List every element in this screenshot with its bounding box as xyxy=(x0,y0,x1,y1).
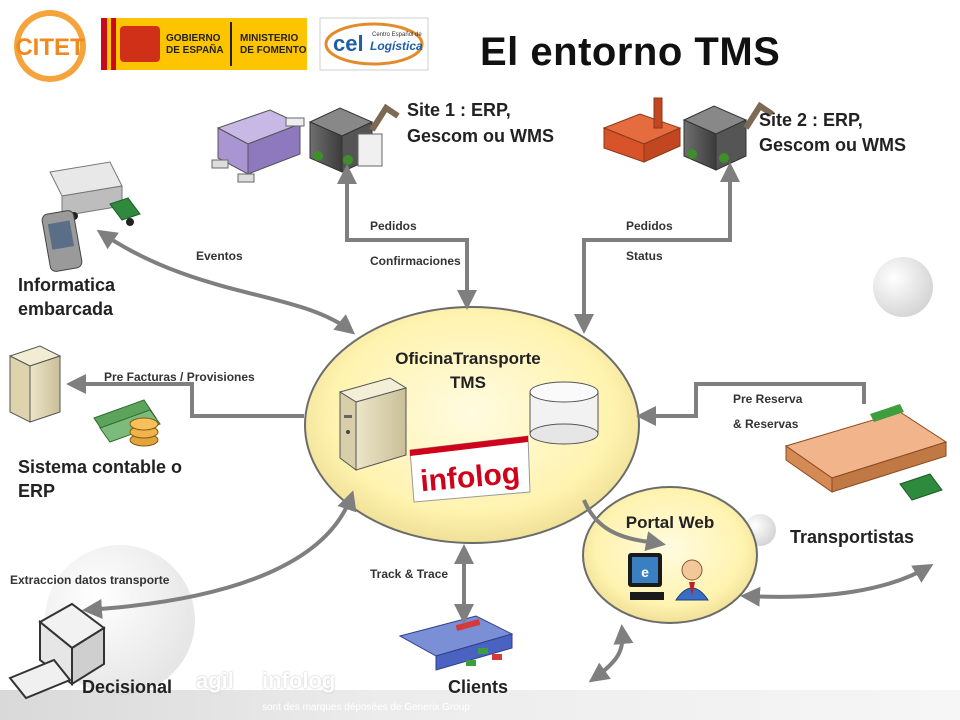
flow-confirmaciones-label: Confirmaciones xyxy=(370,254,461,268)
footer-brand-infolog: infolog xyxy=(262,668,336,693)
pda-icon xyxy=(41,210,83,272)
flow-prefacturas-arrow xyxy=(66,374,304,418)
money-icon xyxy=(93,399,161,447)
footer-bar xyxy=(0,690,960,720)
flow-prereserva-label: Pre Reserva xyxy=(733,392,803,406)
svg-text:DE ESPAÑA: DE ESPAÑA xyxy=(166,43,224,56)
flow-portal-transport-arrow xyxy=(740,563,934,607)
contable-label-line1: Sistema contable o xyxy=(18,457,183,477)
gobierno-logo: GOBIERNO DE ESPAÑA MINISTERIO DE FOMENTO xyxy=(101,18,307,70)
computer-icon: e xyxy=(628,553,664,600)
portal-ellipse xyxy=(582,486,758,624)
office-building-icon xyxy=(682,101,774,171)
portal-web-label: Portal Web xyxy=(625,513,715,532)
svg-text:MINISTERIO: MINISTERIO xyxy=(240,33,299,44)
flow-track-label: Track & Trace xyxy=(370,567,449,581)
tms-title-line2: TMS xyxy=(450,373,486,392)
svg-text:Centro Español de: Centro Español de xyxy=(372,32,422,38)
svg-text:Logística: Logística xyxy=(370,39,423,53)
office-building-icon xyxy=(308,103,400,173)
flow-clients-portal-arrow xyxy=(588,624,634,683)
site1-label-line1: Site 1 : ERP, xyxy=(407,100,511,120)
flow-eventos-label: Eventos xyxy=(196,249,243,263)
warehouse-icon xyxy=(211,109,305,183)
flow-extraccion-label: Extraccion datos transporte xyxy=(10,573,170,587)
infolog-logo: infolog xyxy=(409,435,531,503)
server-icon xyxy=(338,377,408,471)
flow-portal-arrow xyxy=(582,499,666,551)
decisional-label: Decisional xyxy=(82,677,173,697)
site2-label-line1: Site 2 : ERP, xyxy=(759,110,863,130)
decor-sphere xyxy=(873,257,933,317)
informatica-label-line2: embarcada xyxy=(18,299,114,319)
tms-title-line1: OficinaTransporte xyxy=(395,349,541,368)
citet-logo: CITET xyxy=(14,10,86,82)
cel-logo: cel Centro Español de Logística xyxy=(319,17,429,71)
database-icon xyxy=(529,381,599,445)
svg-text:e: e xyxy=(641,564,649,580)
flow-reservas-arrow xyxy=(636,382,866,426)
flow-prefacturas-label: Pre Facturas / Provisiones xyxy=(104,370,255,384)
informatica-label-line1: Informatica xyxy=(18,275,116,295)
flow-extraccion-arrow xyxy=(82,490,357,619)
page-title: El entorno TMS xyxy=(480,30,781,74)
logistics-warehouse-icon xyxy=(784,404,948,501)
flow-pedidos2-label: Pedidos xyxy=(626,219,673,233)
flow-site2-arrow xyxy=(574,162,740,334)
tower-server-icon xyxy=(8,345,62,423)
svg-text:GOBIERNO: GOBIERNO xyxy=(166,33,221,44)
transportistas-label: Transportistas xyxy=(790,527,915,547)
footer-text: sont des marques déposées de Generix Gro… xyxy=(262,702,470,713)
user-icon xyxy=(675,559,709,601)
site2-label-line2: Gescom ou WMS xyxy=(759,135,907,155)
flow-pedidos1-label: Pedidos xyxy=(370,219,417,233)
flow-site1-arrow xyxy=(337,164,477,310)
site1-label-line2: Gescom ou WMS xyxy=(407,126,555,146)
svg-text:cel: cel xyxy=(333,31,364,56)
flow-eventos-arrow xyxy=(96,229,356,335)
store-icon xyxy=(398,615,514,671)
desktop-computer-icon xyxy=(8,602,106,700)
flow-status-label: Status xyxy=(626,249,663,263)
svg-text:DE FOMENTO: DE FOMENTO xyxy=(240,45,307,56)
footer-brand-agil: agil xyxy=(196,668,234,693)
clients-label: Clients xyxy=(448,677,509,697)
flow-reservas-label: & Reservas xyxy=(733,417,799,431)
svg-text:CITET: CITET xyxy=(15,34,85,61)
contable-label-line2: ERP xyxy=(18,481,56,501)
factory-icon xyxy=(602,97,682,163)
